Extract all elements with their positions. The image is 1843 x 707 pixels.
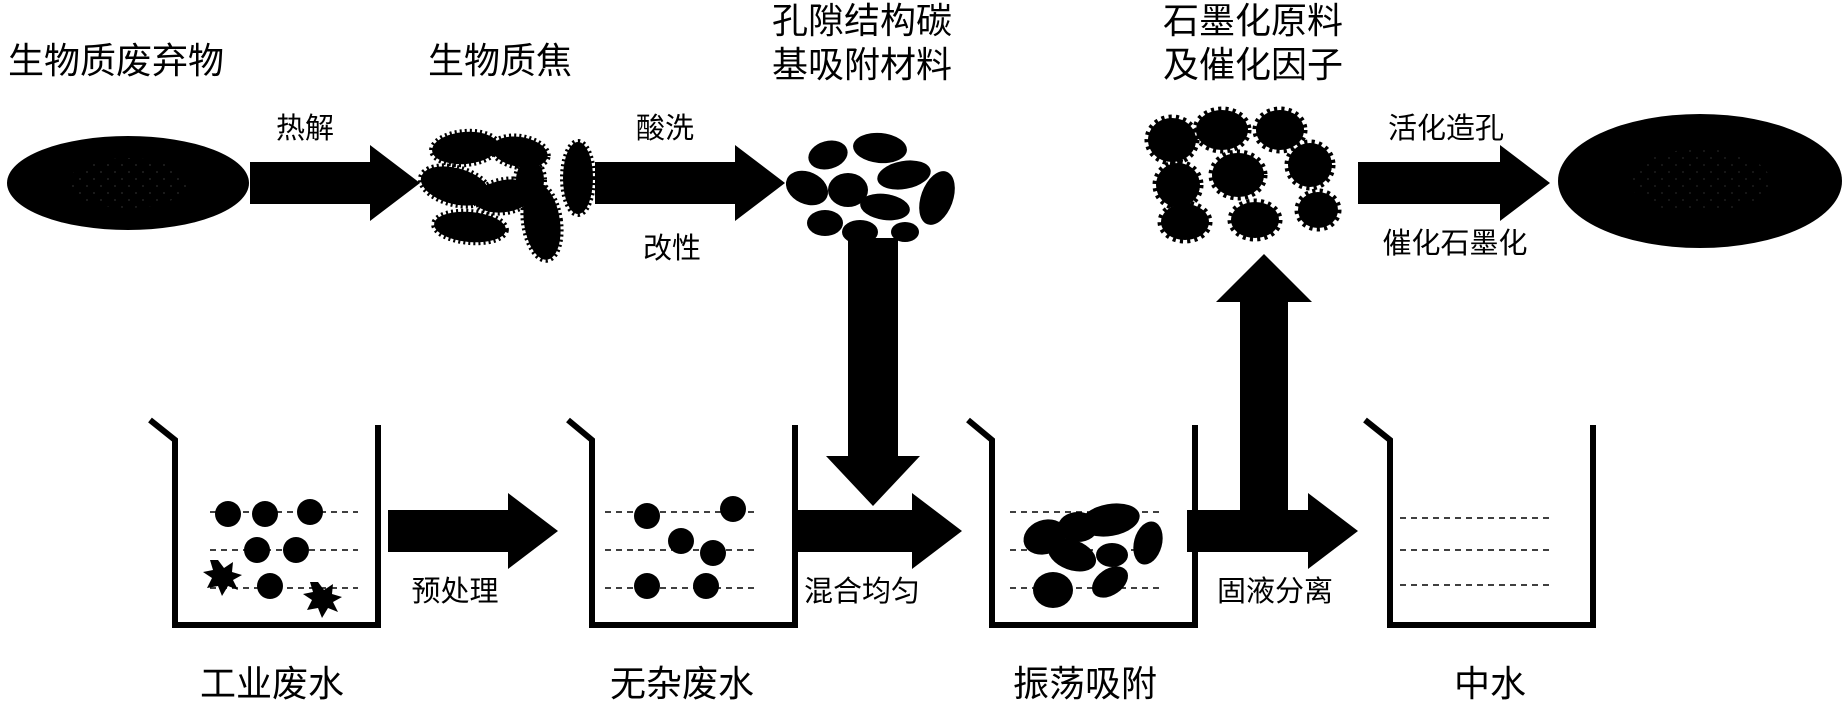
label-graphitization-feed-line2: 及催化因子 <box>1162 45 1344 86</box>
label-graphitization-feed-line1: 石墨化原料 <box>1162 1 1344 42</box>
beaker-oscillation-adsorption <box>966 417 1198 628</box>
label-pyrolysis: 热解 <box>275 111 335 145</box>
beaker-reclaimed-water <box>1363 417 1596 628</box>
pyrolysis-arrow <box>250 145 420 221</box>
mixing-arrow <box>792 493 962 569</box>
label-separation: 固液分离 <box>1216 574 1334 608</box>
label-porous-carbon-line1: 孔隙结构碳 <box>771 1 953 42</box>
graphitized-product-icon <box>1558 114 1842 248</box>
label-pretreatment: 预处理 <box>411 574 499 608</box>
graphitization-feed-icon <box>1144 106 1342 244</box>
beaker-clean-wastewater <box>566 417 798 628</box>
label-biomass-waste: 生物质废弃物 <box>8 41 225 82</box>
label-porous-carbon-line2: 基吸附材料 <box>771 45 953 86</box>
activation-arrow <box>1358 145 1550 221</box>
label-clean-wastewater: 无杂废水 <box>609 664 755 705</box>
acid-wash-arrow <box>595 145 785 221</box>
biochar-icon <box>417 128 596 263</box>
label-activation: 活化造孔 <box>1387 111 1505 145</box>
label-modification: 改性 <box>642 231 702 265</box>
biomass-waste-icon <box>7 136 249 230</box>
feed-down-arrow <box>826 238 920 506</box>
label-reclaimed-water: 中水 <box>1453 664 1527 705</box>
separation-arrow <box>1187 493 1358 569</box>
label-porous-carbon: 孔隙结构碳 基吸附材料 <box>772 0 952 88</box>
label-oscillation-adsorption: 振荡吸附 <box>1012 664 1158 705</box>
beaker-industrial-wastewater <box>148 417 381 628</box>
porous-carbon-icon <box>785 132 955 244</box>
label-mixing: 混合均匀 <box>803 574 921 608</box>
label-industrial-wastewater: 工业废水 <box>199 664 345 705</box>
label-acid-wash: 酸洗 <box>635 111 695 145</box>
pretreatment-arrow <box>388 493 558 569</box>
recycle-up-arrow <box>1216 254 1312 512</box>
label-biochar: 生物质焦 <box>428 41 573 82</box>
label-graphitization-feed: 石墨化原料 及催化因子 <box>1163 0 1343 88</box>
label-catalytic-graphitization: 催化石墨化 <box>1382 226 1528 260</box>
